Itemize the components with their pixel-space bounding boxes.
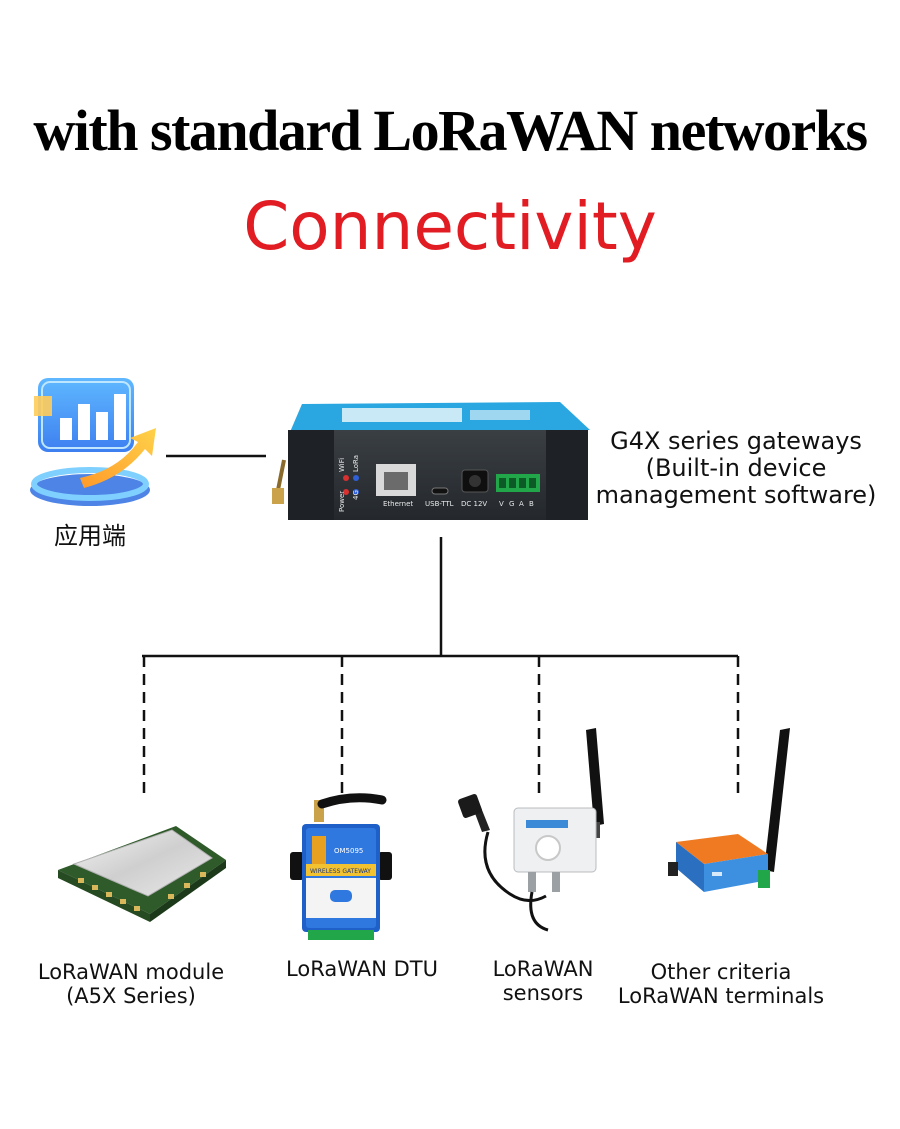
port-label-dc: DC 12V	[461, 500, 487, 508]
pin-label-a: A	[519, 500, 524, 508]
subhead: Connectivity	[243, 188, 657, 265]
sensor-device-icon	[458, 728, 604, 932]
gateway-label: G4X series gateways (Built-in device man…	[588, 428, 884, 509]
connection-lines	[142, 454, 738, 658]
port-label-ethernet: Ethernet	[383, 500, 413, 508]
terminal-label-line-2: LoRaWAN terminals	[617, 984, 825, 1008]
dtu-brand-text: WIRELESS GATEWAY	[310, 868, 371, 875]
lora-module-icon	[58, 826, 226, 922]
port-label-usb: USB-TTL	[425, 500, 454, 508]
sensor-label-line-2: sensors	[502, 981, 584, 1005]
sensor-label: LoRaWAN sensors	[470, 957, 616, 1005]
module-label: LoRaWAN module (A5X Series)	[20, 960, 242, 1008]
pin-label-b: B	[529, 500, 534, 508]
led-label-power: Power	[338, 491, 346, 512]
pin-label-v: V	[499, 500, 504, 508]
pin-label-g: G	[509, 500, 514, 508]
analytics-chart-icon	[30, 378, 156, 506]
dtu-label: LoRaWAN DTU	[270, 957, 454, 981]
module-label-line-2: (A5X Series)	[66, 984, 196, 1008]
dtu-model-text: OM5095	[334, 847, 363, 855]
terminal-label: Other criteria LoRaWAN terminals	[606, 960, 836, 1008]
dtu-label-line-1: LoRaWAN DTU	[286, 957, 438, 981]
application-label: 应用端	[54, 522, 126, 550]
gateway-label-line-2: (Built-in device	[645, 454, 827, 482]
terminal-block	[496, 474, 540, 492]
led-label-4g: 4G	[352, 490, 360, 500]
gateway-device-icon: Ethernet USB-TTL DC 12V V G A B Power 4G…	[272, 402, 590, 520]
status-leds	[343, 475, 359, 495]
ethernet-port	[376, 464, 416, 496]
module-label-line-1: LoRaWAN module	[37, 960, 225, 984]
terminal-label-line-1: Other criteria	[650, 960, 792, 984]
dtu-device-icon: OM5095 WIRELESS GATEWAY	[290, 793, 392, 940]
gateway-label-line-1: G4X series gateways	[610, 427, 862, 455]
led-label-wifi: WiFi	[338, 458, 346, 472]
sensor-label-line-1: LoRaWAN	[492, 957, 594, 981]
gateway-label-line-3: management software)	[595, 481, 877, 509]
usb-port	[431, 487, 449, 495]
headline: with standard LoRaWAN networks	[33, 98, 868, 163]
dashed-drops	[142, 656, 740, 800]
led-label-lora: LoRa	[352, 455, 360, 472]
terminal-device-icon	[668, 728, 790, 892]
